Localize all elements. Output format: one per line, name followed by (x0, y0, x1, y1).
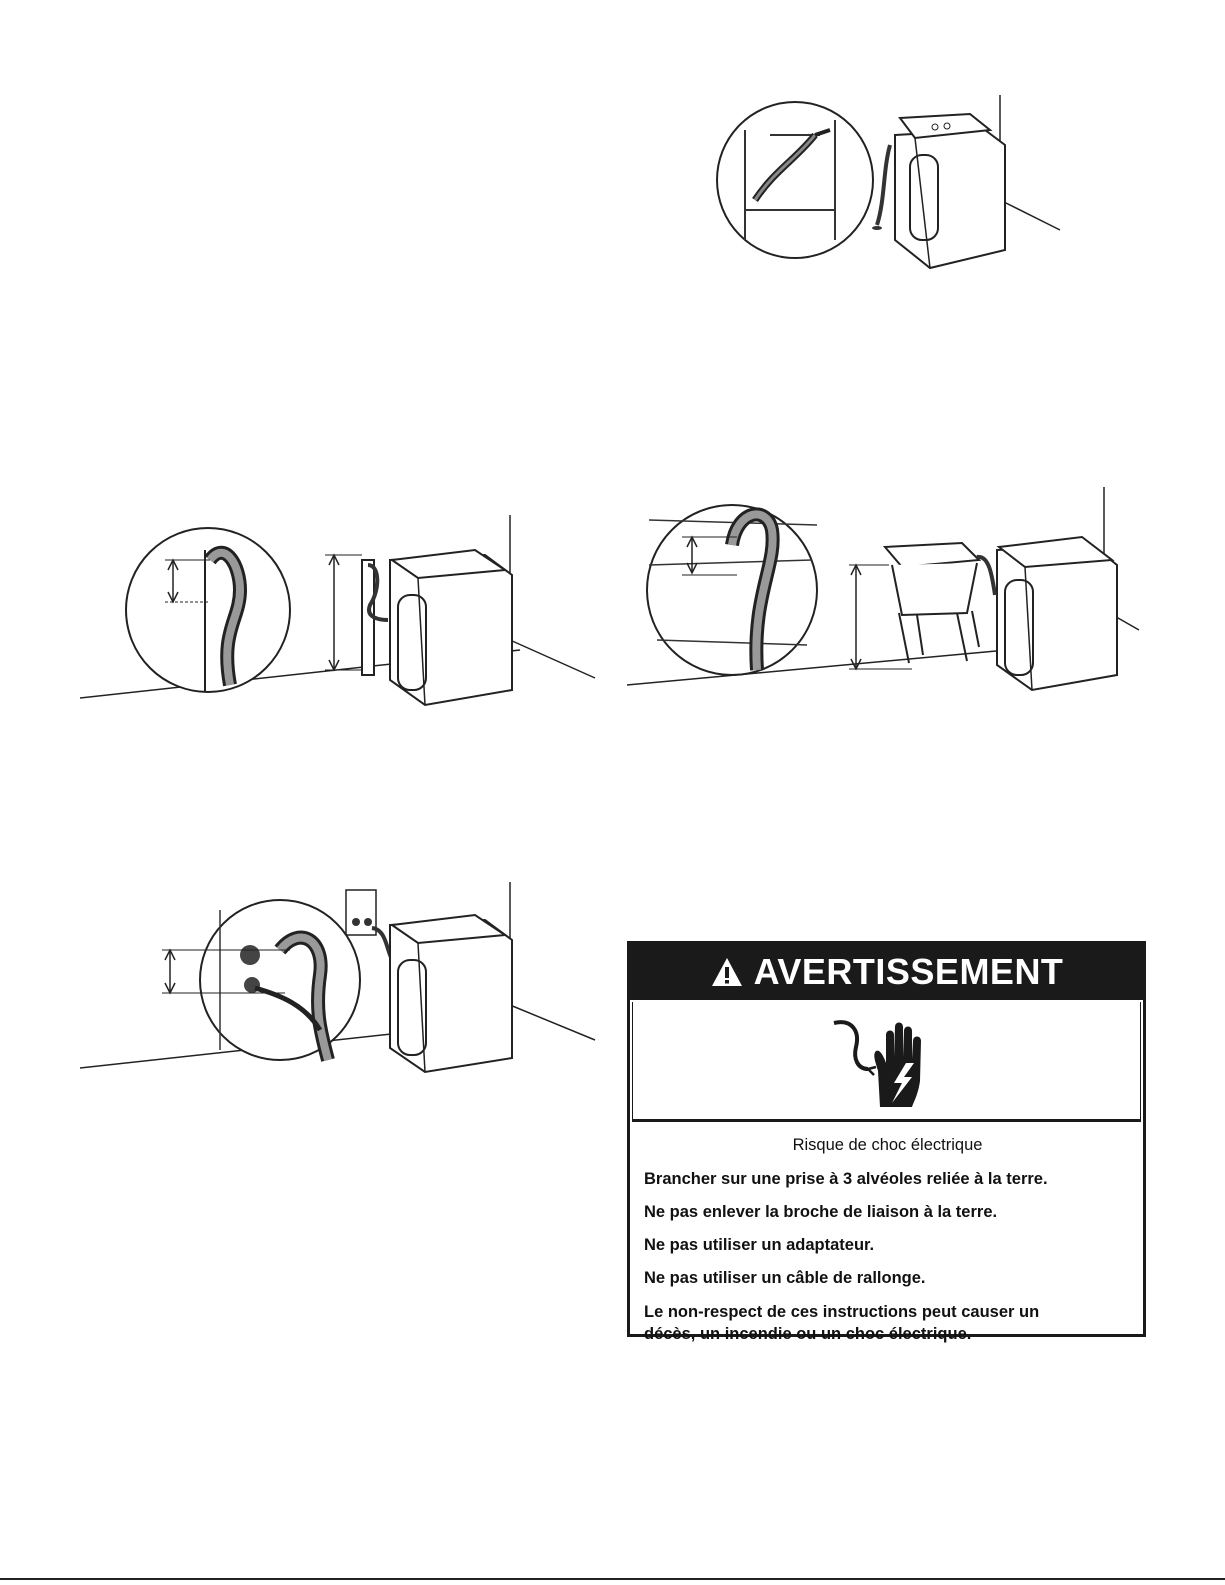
warning-header-text: AVERTISSEMENT (753, 951, 1064, 992)
electrical-shock-warning-panel: AVERTISSEMENT Risque de choc électrique … (627, 941, 1146, 1343)
faucet-hookup-drain-illustration (80, 880, 600, 1080)
laundry-tub-drain-illustration (627, 485, 1147, 700)
warning-title: Risque de choc électrique (792, 1136, 983, 1154)
warning-triangle-icon (711, 958, 742, 986)
warning-line: Le non-respect de ces instructions peut … (644, 1303, 1040, 1343)
warning-icon-box (632, 1002, 1141, 1122)
warning-line: Ne pas enlever la broche de liaison à la… (644, 1203, 998, 1221)
warning-line: Ne pas utiliser un câble de rallonge. (644, 1269, 926, 1287)
footer-rule (0, 1578, 1225, 1580)
warning-header: AVERTISSEMENT (630, 944, 1143, 1000)
warning-line: Ne pas utiliser un adaptateur. (644, 1236, 875, 1254)
electric-shock-hand-icon (833, 1019, 921, 1107)
warning-line: Brancher sur une prise à 3 alvéoles reli… (644, 1170, 1048, 1188)
drain-hose-washer-back-illustration (715, 90, 1065, 280)
standpipe-drain-illustration (80, 510, 600, 710)
